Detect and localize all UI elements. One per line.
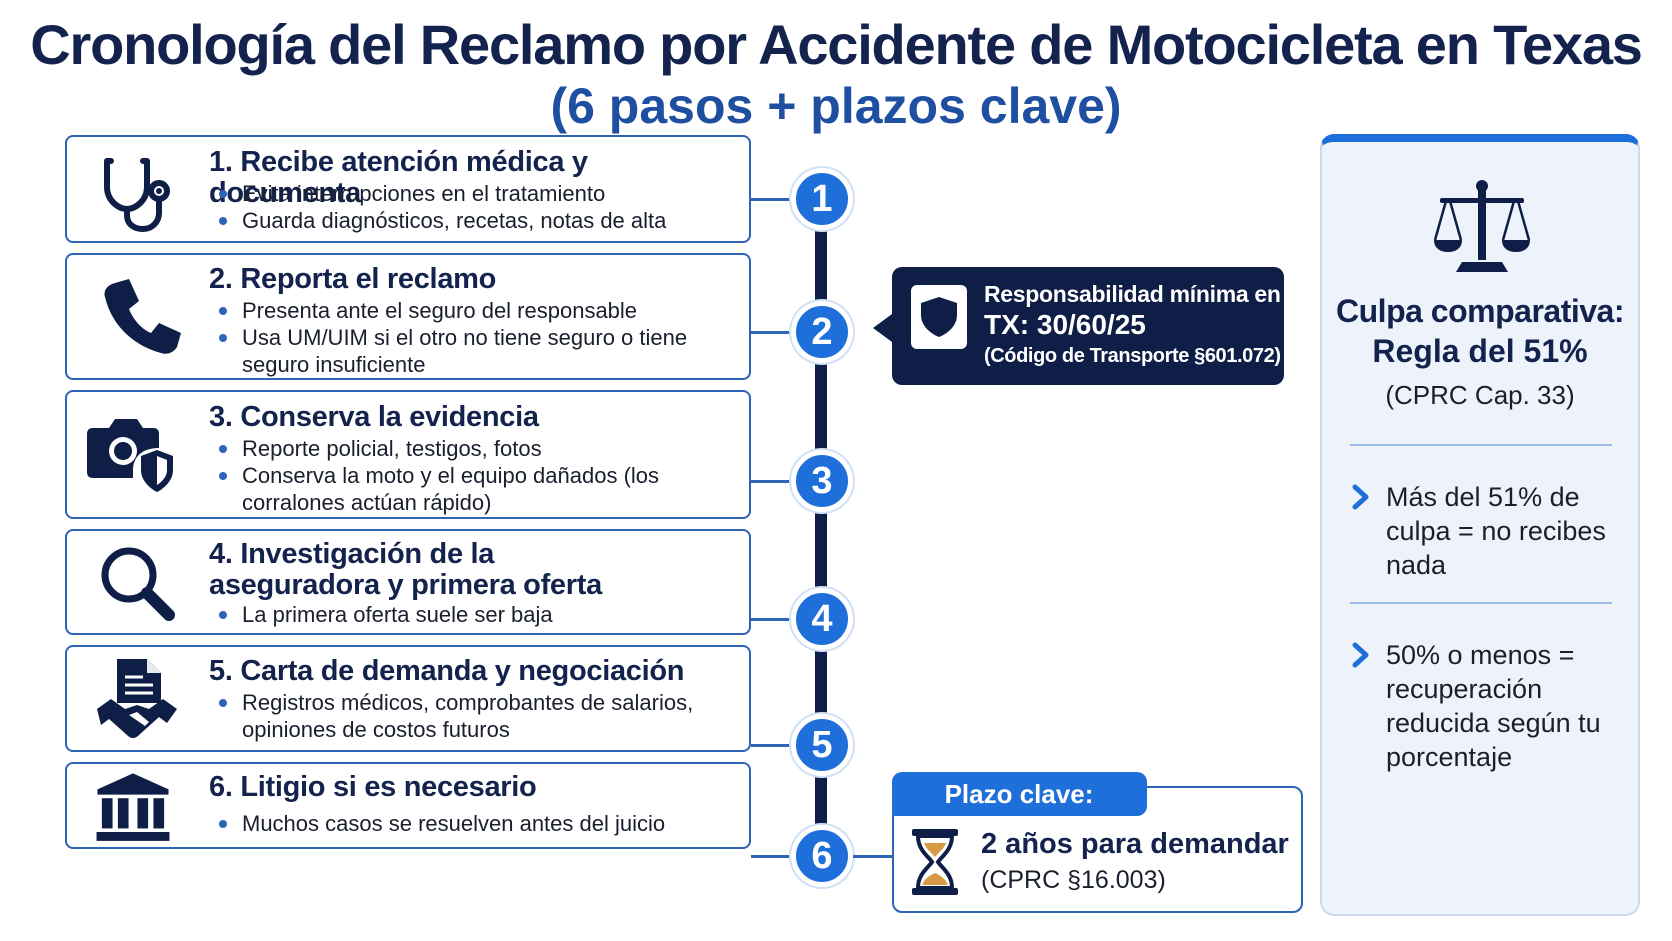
document-handshake-icon — [93, 655, 183, 745]
bullet-item: Guarda diagnósticos, recetas, notas de a… — [209, 207, 741, 234]
step-heading: 6. Litigio si es necesario — [209, 771, 537, 803]
bullet-item: Registros médicos, comprobantes de salar… — [209, 689, 741, 743]
deadline-box: Plazo clave: 2 años para demandar (CPRC … — [891, 772, 1303, 913]
step-bullets: Evita interrupciones en el tratamiento G… — [209, 180, 741, 234]
step-bullets: Registros médicos, comprobantes de salar… — [209, 689, 741, 743]
step-number-badge: 1 — [791, 168, 853, 230]
stethoscope-icon — [93, 147, 183, 237]
shield-icon — [911, 285, 967, 349]
scales-icon — [1433, 180, 1531, 272]
timeline-connector — [751, 480, 791, 483]
phone-icon — [93, 273, 183, 363]
bullet-item: Reporte policial, testigos, fotos — [209, 435, 741, 462]
chevron-right-icon — [1352, 642, 1369, 668]
magnifier-icon — [93, 539, 183, 629]
bullet-item: Usa UM/UIM si el otro no tiene seguro o … — [209, 324, 741, 378]
chevron-right-icon — [1352, 484, 1369, 510]
step-heading: 3. Conserva la evidencia — [209, 401, 539, 433]
step-bullets: Muchos casos se resuelven antes del juic… — [209, 810, 741, 837]
bullet-item: La primera oferta suele ser baja — [209, 601, 741, 628]
courthouse-icon — [93, 768, 173, 848]
step-number-badge: 5 — [791, 714, 853, 776]
camera-shield-icon — [87, 406, 177, 496]
page-subtitle: (6 pasos + plazos clave) — [550, 78, 1122, 134]
panel-divider — [1350, 444, 1612, 446]
step-heading: 2. Reporta el reclamo — [209, 263, 497, 295]
panel-point-text: Más del 51% de culpa = no recibes nada — [1386, 482, 1606, 580]
step-heading: 5. Carta de demanda y negociación — [209, 655, 685, 687]
step-card-5: 5. Carta de demanda y negociación Regist… — [65, 645, 751, 752]
step-number-badge: 4 — [791, 588, 853, 650]
callout-line1: Responsabilidad mínima en — [984, 281, 1281, 307]
bullet-item: Evita interrupciones en el tratamiento — [209, 180, 741, 207]
timeline-connector — [751, 331, 791, 334]
timeline-connector — [853, 855, 892, 858]
panel-point-text: 50% o menos = recuperación reducida segú… — [1386, 640, 1601, 772]
deadline-tab: Plazo clave: — [891, 772, 1147, 816]
step-bullets: Presenta ante el seguro del responsable … — [209, 297, 741, 378]
step-card-1: 1. Recibe atención médica y documenta Ev… — [65, 135, 751, 243]
step-number-badge: 2 — [791, 301, 853, 363]
timeline-connector — [751, 744, 791, 747]
step-heading: 4. Investigación de la aseguradora y pri… — [209, 538, 602, 601]
step-bullets: La primera oferta suele ser baja — [209, 601, 741, 628]
liability-callout: Responsabilidad mínima en TX: 30/60/25 (… — [873, 267, 1284, 385]
hourglass-icon — [912, 829, 958, 895]
callout-line3: (Código de Transporte §601.072) — [984, 345, 1281, 367]
step-number-badge: 6 — [791, 825, 853, 887]
timeline-connector — [751, 855, 791, 858]
step-number-badge: 3 — [791, 450, 853, 512]
bullet-item: Conserva la moto y el equipo dañados (lo… — [209, 462, 741, 516]
page-title: Cronología del Reclamo por Accidente de … — [30, 13, 1643, 76]
panel-divider — [1350, 602, 1612, 604]
callout-line2: TX: 30/60/25 — [984, 309, 1146, 340]
deadline-line2: (CPRC §16.003) — [981, 866, 1166, 894]
timeline-connector — [751, 198, 791, 201]
deadline-line1: 2 años para demandar — [981, 828, 1289, 860]
step-card-6: 6. Litigio si es necesario Muchos casos … — [65, 762, 751, 849]
comparative-fault-panel: Culpa comparativa: Regla del 51% (CPRC C… — [1320, 134, 1640, 916]
step-heading: 1. Recibe atención médica y documenta — [209, 146, 588, 209]
step-card-2: 2. Reporta el reclamo Presenta ante el s… — [65, 253, 751, 380]
panel-heading-line2: Regla del 51% — [1372, 333, 1588, 369]
bullet-item: Presenta ante el seguro del responsable — [209, 297, 741, 324]
bullet-item: Muchos casos se resuelven antes del juic… — [209, 810, 741, 837]
panel-citation: (CPRC Cap. 33) — [1385, 380, 1575, 410]
timeline-connector — [751, 618, 791, 621]
step-card-3: 3. Conserva la evidencia Reporte policia… — [65, 390, 751, 519]
step-bullets: Reporte policial, testigos, fotos Conser… — [209, 435, 741, 516]
step-card-4: 4. Investigación de la aseguradora y pri… — [65, 529, 751, 635]
panel-heading-line1: Culpa comparativa: — [1336, 293, 1624, 329]
